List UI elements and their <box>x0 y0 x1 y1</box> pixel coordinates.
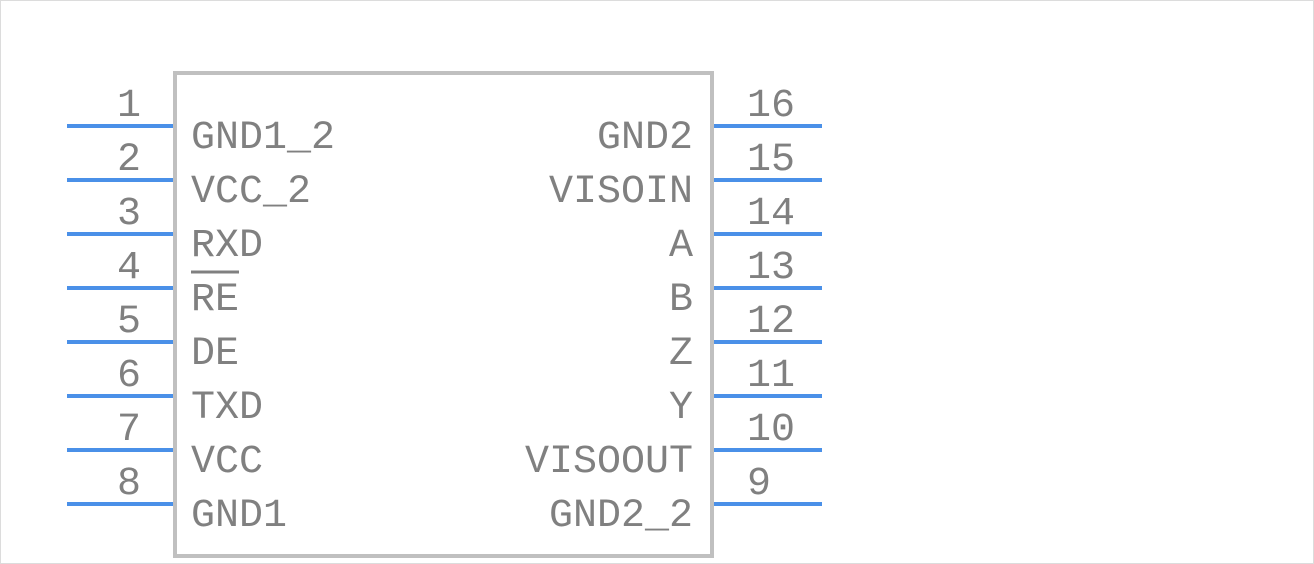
right-pin-number: 13 <box>747 246 795 291</box>
left-pin-number: 8 <box>117 462 141 507</box>
left-pin-number: 1 <box>117 84 141 129</box>
right-pin-number: 15 <box>747 138 795 183</box>
left-pin-label: RXD <box>191 224 263 269</box>
right-pin-number: 12 <box>747 300 795 345</box>
left-pin-number: 2 <box>117 138 141 183</box>
right-pin-label: Z <box>669 332 693 377</box>
left-pin-label: GND1_2 <box>191 116 335 161</box>
right-pin-number: 10 <box>747 408 795 453</box>
left-pin-label: DE <box>191 332 239 377</box>
left-pin-number: 6 <box>117 354 141 399</box>
right-pin-number: 9 <box>747 462 771 507</box>
left-pin-number: 5 <box>117 300 141 345</box>
left-pin-label: VCC_2 <box>191 170 311 215</box>
right-pin-label: GND2 <box>597 116 693 161</box>
left-pin-number: 4 <box>117 246 141 291</box>
left-pin-label: RE <box>191 278 239 323</box>
right-pin-label: A <box>669 224 693 269</box>
ic-body-outline <box>173 71 714 558</box>
right-pin-number: 11 <box>747 354 795 399</box>
left-pin-label: GND1 <box>191 494 287 539</box>
left-pin-number: 3 <box>117 192 141 237</box>
right-pin-number: 14 <box>747 192 795 237</box>
left-pin-label: TXD <box>191 386 263 431</box>
right-pin-label: VISOIN <box>549 170 693 215</box>
right-pin-label: GND2_2 <box>549 494 693 539</box>
left-pin-number: 7 <box>117 408 141 453</box>
right-pin-label: B <box>669 278 693 323</box>
right-pin-number: 16 <box>747 84 795 129</box>
right-pin-label: Y <box>669 386 693 431</box>
right-pin-label: VISOOUT <box>525 440 693 485</box>
left-pin-label: VCC <box>191 440 263 485</box>
